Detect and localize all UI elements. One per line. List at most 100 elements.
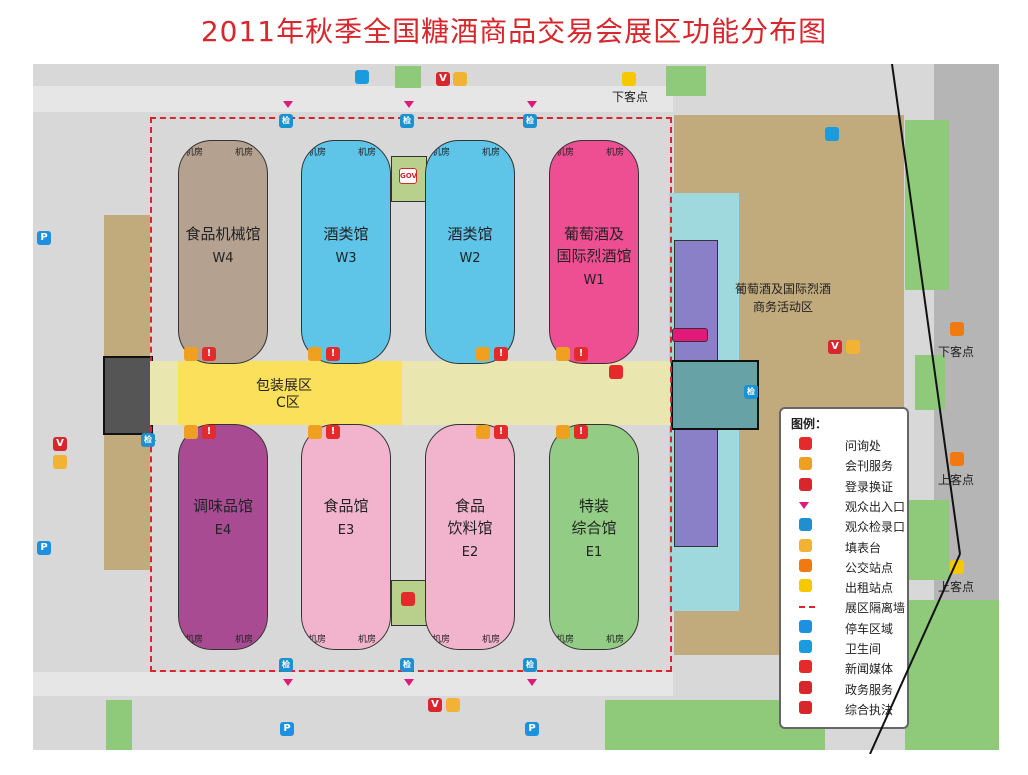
legend-label: 问询处 [845, 439, 882, 453]
machine-room-label: 机房 [308, 635, 327, 645]
hall-name: 特装综合馆 [571, 497, 617, 537]
info-desk-icon: ! [574, 347, 588, 361]
legend-label: 卫生间 [845, 642, 882, 656]
green-north-1 [666, 66, 706, 96]
legend-label: 展区隔离墙 [845, 601, 906, 616]
packaging-zone-label: 包装展区 [256, 378, 312, 394]
legend-item: 填表台 [795, 537, 905, 557]
machine-room-label: 机房 [358, 635, 377, 645]
taxi-dropoff-label: 下客点 [612, 90, 649, 104]
legend-item: 停车区域 [795, 618, 905, 638]
form-desk-icon [799, 538, 812, 552]
publication-icon [556, 425, 570, 439]
publication-icon [184, 347, 198, 361]
hall-code: E1 [585, 545, 603, 560]
hall-name: 调味品馆 [192, 497, 253, 515]
publication-icon [556, 347, 570, 361]
news-media-icon [401, 592, 415, 606]
restroom-icon [825, 127, 839, 141]
ticket-check-icon: 检 [279, 114, 293, 128]
machine-room-label: 机房 [482, 635, 501, 645]
machine-room-label: 机房 [185, 635, 204, 645]
legend-item: 出租站点 [795, 577, 905, 597]
taxi-stop-icon [799, 579, 812, 593]
bus-stop-icon [950, 452, 964, 466]
registration-icon: V [828, 340, 842, 354]
hall-code: W3 [335, 251, 357, 266]
entrance-arrow-icon [404, 101, 414, 108]
info-desk-icon: ! [494, 425, 508, 439]
government-service-icon: GOV [399, 168, 417, 184]
publication-icon [308, 347, 322, 361]
ticket-check-icon: 检 [279, 658, 293, 672]
info-desk-icon [799, 437, 812, 450]
green-east-3 [905, 500, 949, 580]
restroom-icon [355, 70, 369, 84]
info-desk-icon: ! [494, 347, 508, 361]
form-desk-icon [53, 455, 67, 469]
ticket-check-icon [799, 518, 812, 532]
legend-item: 综合执法 [795, 699, 905, 719]
form-desk-icon [453, 72, 467, 86]
machine-room-label: 机房 [556, 148, 575, 158]
machine-room-label: 机房 [235, 635, 254, 645]
ticket-check-icon: 检 [400, 658, 414, 672]
machine-room-label: 机房 [606, 148, 625, 158]
machine-room-label: 机房 [358, 148, 377, 158]
hall-name: 葡萄酒及国际烈酒馆 [556, 225, 632, 265]
machine-room-label: 机房 [185, 148, 204, 158]
machine-room-label: 机房 [308, 148, 327, 158]
green-east-2 [915, 355, 945, 410]
legend-item: 卫生间 [795, 638, 905, 658]
entrance-arrow-icon [799, 501, 809, 509]
publication-icon [476, 347, 490, 361]
parking-icon [799, 619, 812, 633]
legend-label: 综合执法 [845, 702, 894, 717]
publication-icon [308, 425, 322, 439]
entrance-arrow-icon [527, 101, 537, 108]
bus-stop-icon [799, 558, 812, 572]
hall-name: 酒类馆 [447, 225, 493, 243]
info-desk-icon: ! [326, 425, 340, 439]
info-desk-icon: ! [202, 347, 216, 361]
ticket-check-icon: 检 [744, 385, 758, 399]
hall-code: E2 [461, 545, 479, 560]
machine-room-label: 机房 [235, 148, 254, 158]
entrance-arrow-icon [527, 679, 537, 686]
legend-item: 会刊服务 [795, 455, 905, 475]
restroom-icon [799, 640, 812, 653]
parking-icon: P [37, 541, 51, 555]
green-east-4 [905, 600, 999, 750]
info-desk-icon: ! [202, 425, 216, 439]
legend-item: 观众出入口 [795, 496, 905, 516]
entrance-arrow-icon [404, 679, 414, 686]
entrance-arrow-icon [283, 101, 293, 108]
map-title: 2011年秋季全国糖酒商品交易会展区功能分布图 [200, 15, 828, 48]
form-desk-icon [446, 698, 460, 712]
taxi-stop-icon [622, 72, 636, 86]
machine-room-label: 机房 [432, 635, 451, 645]
green-north-2 [395, 66, 421, 88]
legend-label: 观众出入口 [845, 499, 906, 514]
legend-label: 会刊服务 [845, 459, 894, 474]
news-media-icon [609, 365, 623, 379]
machine-room-label: 机房 [606, 635, 625, 645]
machine-room-label: 机房 [432, 148, 451, 158]
hall-code: E3 [337, 523, 355, 538]
ticket-check-icon: 检 [523, 658, 537, 672]
hall-name: 食品饮料馆 [447, 497, 493, 537]
legend-label: 填表台 [845, 540, 882, 555]
legend-item: 政务服务 [795, 679, 905, 699]
registration-icon: V [53, 437, 67, 451]
info-desk-icon: ! [574, 425, 588, 439]
packaging-zone [178, 361, 402, 425]
legend-label: 出租站点 [845, 581, 894, 596]
legend-label: 登录换证 [845, 479, 894, 494]
